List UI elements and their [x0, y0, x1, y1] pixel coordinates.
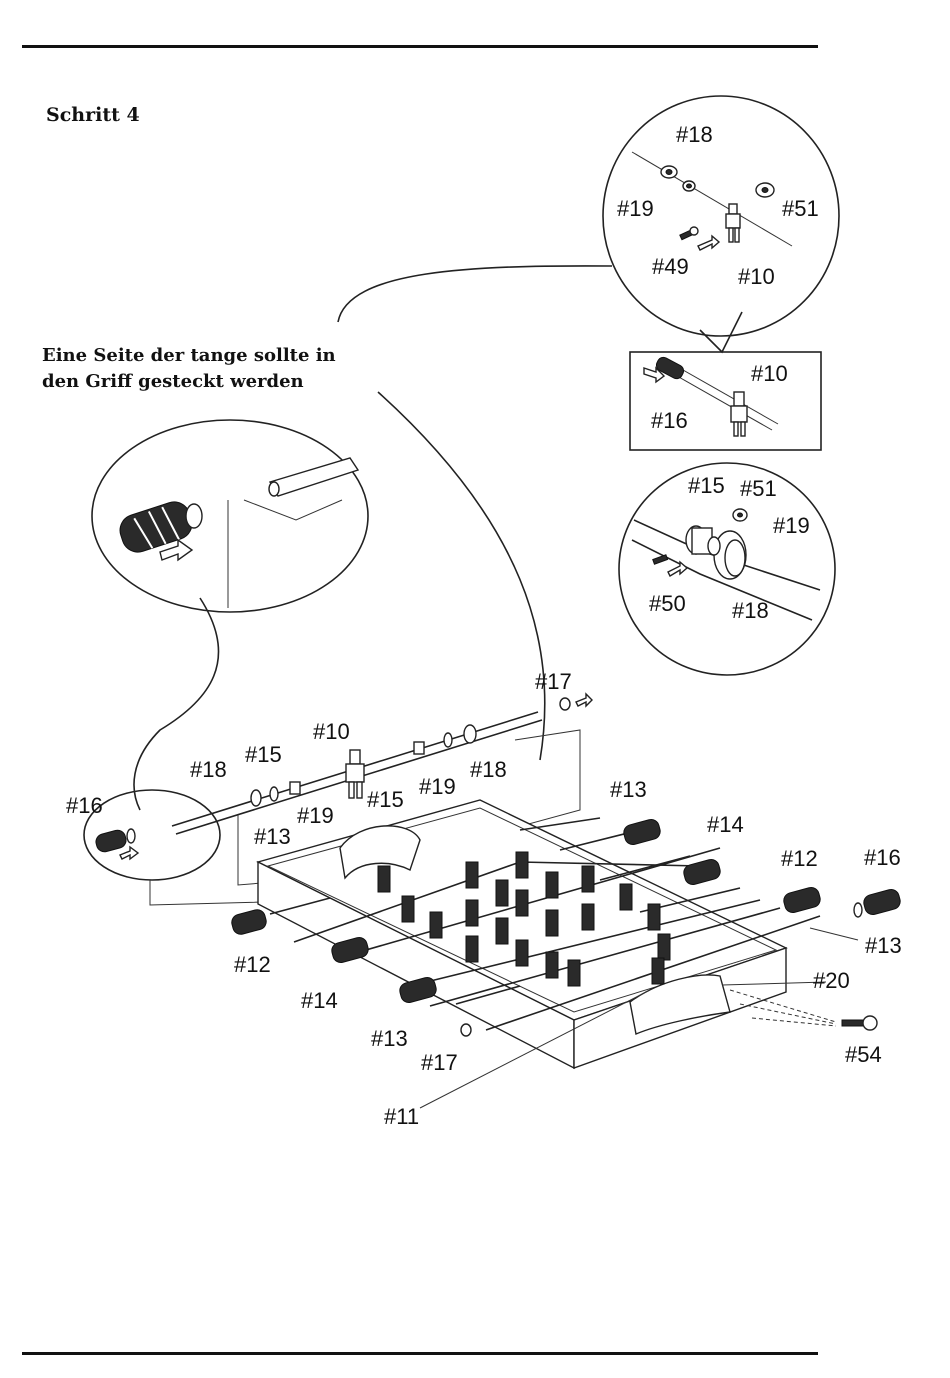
label-table-13c: #13 [371, 1026, 408, 1051]
label-rod-19a: #19 [419, 774, 456, 799]
handle-12-right-icon [782, 886, 822, 915]
end-cap-17-table-icon [461, 1024, 471, 1036]
detail-circle-top: #18 #19 #51 #49 #10 [603, 96, 839, 336]
bumper-18-icon [714, 531, 746, 579]
label-detail-top-10: #10 [738, 264, 775, 289]
washer-19-middle-icon [708, 537, 720, 555]
label-detail-middle-18: #18 [732, 598, 769, 623]
screw-54-icon [842, 1016, 877, 1030]
label-rod-10: #10 [313, 719, 350, 744]
label-table-14b: #14 [301, 988, 338, 1013]
label-rod-13: #13 [254, 824, 291, 849]
label-rod-17: #17 [535, 669, 572, 694]
label-table-14a: #14 [707, 812, 744, 837]
label-detail-top-51: #51 [782, 196, 819, 221]
screw-50-icon [653, 555, 687, 576]
handle-16-right-icon [862, 888, 902, 917]
foosball-table [258, 800, 786, 1068]
label-detail-top-49: #49 [652, 254, 689, 279]
screw-49-icon [680, 227, 719, 250]
nut-51-icon [756, 183, 774, 197]
label-detail-middle-50: #50 [649, 591, 686, 616]
label-table-17: #17 [421, 1050, 458, 1075]
handle-14-right-icon [682, 858, 722, 887]
label-detail-middle-19: #19 [773, 513, 810, 538]
label-detail-top-18: #18 [676, 122, 713, 147]
label-detail-middle-15: #15 [688, 473, 725, 498]
rod-end-icon [269, 458, 358, 496]
player-figure-10-rod-icon [346, 750, 364, 798]
label-rod-18b: #18 [470, 757, 507, 782]
nut-18-icon [661, 166, 677, 178]
label-table-12a: #12 [781, 846, 818, 871]
label-table-11: #11 [384, 1104, 419, 1129]
detail-circle-middle: #15 #51 #19 #50 #18 [619, 463, 835, 675]
label-detail-box-16: #16 [651, 408, 688, 433]
label-rod-15b: #15 [367, 787, 404, 812]
label-table-13b: #13 [865, 933, 902, 958]
nut-51-middle-icon [733, 509, 747, 521]
label-table-13a: #13 [610, 777, 647, 802]
label-table-12b: #12 [234, 952, 271, 977]
label-rod-16: #16 [66, 793, 103, 818]
player-figure-10-box-icon [731, 392, 747, 436]
label-detail-top-19: #19 [617, 196, 654, 221]
label-table-16: #16 [864, 845, 901, 870]
label-rod-15a: #15 [245, 742, 282, 767]
player-figure-10-icon [726, 204, 740, 242]
handle-12-left-icon [230, 908, 268, 936]
label-detail-middle-51: #51 [740, 476, 777, 501]
label-table-20: #20 [813, 968, 850, 993]
label-rod-19b: #19 [297, 803, 334, 828]
end-cap-17-icon [560, 698, 570, 710]
handle-16-icon [644, 355, 686, 382]
handle-13-right-icon [622, 818, 662, 847]
detail-box: #10 #16 [630, 352, 821, 450]
label-rod-18a: #18 [190, 757, 227, 782]
detail-oval-left [92, 420, 368, 612]
label-detail-box-10: #10 [751, 361, 788, 386]
label-table-54: #54 [845, 1042, 882, 1067]
washer-19-icon [683, 181, 695, 191]
